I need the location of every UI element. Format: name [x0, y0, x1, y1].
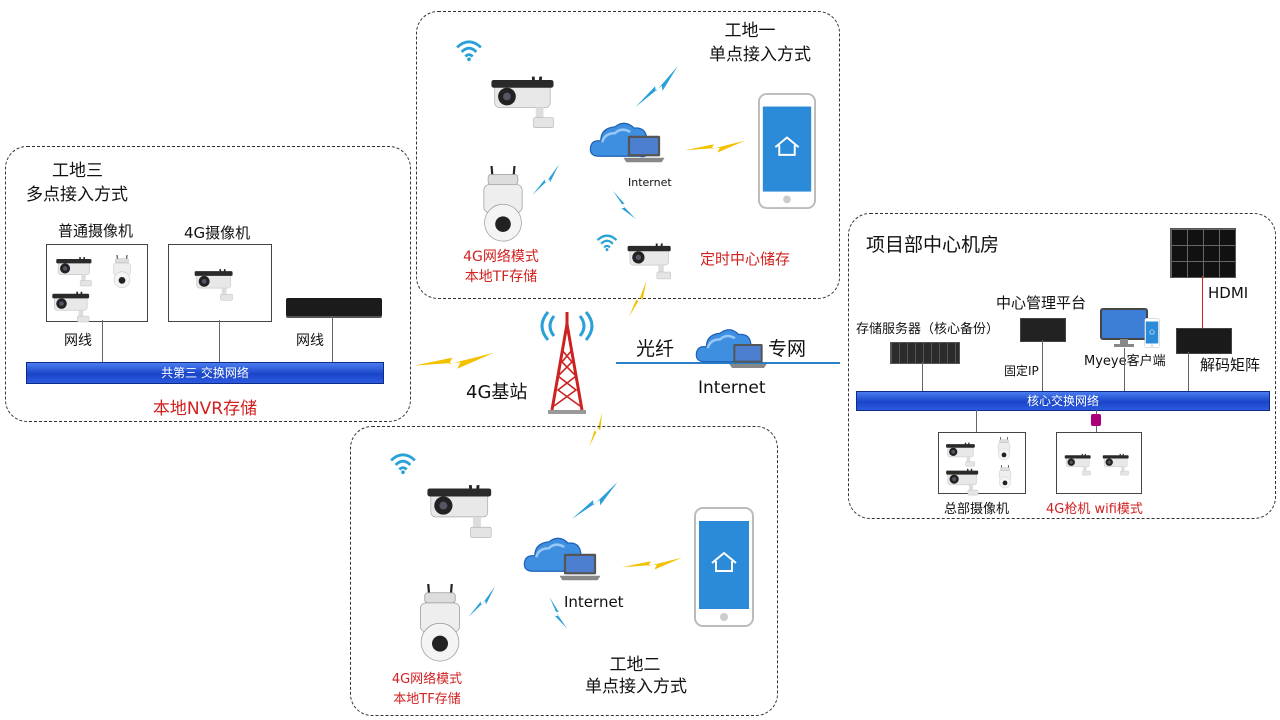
site3-bullet-cam-b-icon [51, 291, 90, 323]
site2-phone-icon [694, 507, 754, 627]
site1-bullet-camera-icon [490, 76, 555, 129]
site1-bullet-camera-2-icon [626, 243, 672, 280]
site1-internet-label: Internet [628, 176, 672, 189]
site1-4g-mode-label: 4G网络模式 [463, 249, 539, 265]
site3-cable-line-right [332, 316, 333, 362]
site1-phone-icon [758, 92, 816, 210]
hq-title: 项目部中心机房 [866, 234, 1000, 256]
site3-4g-cam-box [168, 244, 272, 322]
wifi-cam-box [1056, 432, 1142, 494]
site1-wifi-icon [455, 40, 483, 62]
site3-normal-cam-label: 普通摄像机 [58, 222, 134, 240]
site1-dome-camera-icon [482, 166, 524, 243]
site2-tf-storage-label: 本地TF存储 [393, 692, 461, 707]
tower-label: 4G基站 [466, 382, 528, 403]
site1-tf-storage-label: 本地TF存储 [464, 269, 538, 285]
site1-subtitle: 单点接入方式 [709, 45, 811, 65]
site1-title: 工地一 [724, 21, 776, 41]
hq-dome-cam-a-icon [997, 437, 1011, 461]
hq-switch-bar: 核心交换网络 [856, 391, 1270, 411]
site3-cable-line-left [102, 320, 103, 362]
cell-tower-icon [540, 311, 594, 414]
center-laptop-icon [729, 344, 767, 368]
private-network-label: 专网 [768, 338, 807, 360]
site3-dome-cam-icon [113, 255, 131, 289]
hq-dome-cam-b-icon [998, 465, 1012, 489]
hq-cam-line [976, 410, 977, 432]
site2-subtitle: 单点接入方式 [585, 677, 687, 697]
site3-nvr-device [286, 298, 382, 316]
site3-title: 工地三 [52, 161, 103, 181]
wifi-cams-label: 4G枪机 wifi模式 [1046, 502, 1143, 517]
hq-cam-box [938, 432, 1026, 496]
platform-label: 中心管理平台 [996, 294, 1087, 312]
site3-subtitle: 多点接入方式 [26, 185, 128, 205]
platform-server-icon [1020, 318, 1066, 342]
storage-server-label: 存储服务器（核心备份） [856, 322, 1000, 337]
fiber-label: 光纤 [636, 338, 675, 360]
site2-laptop-icon [559, 553, 601, 581]
site2-dome-camera-icon [419, 584, 461, 663]
fiber-line [616, 362, 840, 364]
wifi-bullet-cam-a-icon [1064, 453, 1092, 476]
site1-laptop-icon [623, 135, 665, 163]
monitor-icon [1100, 308, 1148, 347]
site1-small-wifi-icon [596, 234, 618, 252]
wifi-ap-icon [1091, 414, 1101, 426]
hq-zone [848, 213, 1276, 519]
site3-4g-bullet-cam-icon [193, 269, 234, 302]
site2-wifi-icon [389, 453, 417, 475]
site1-phone-bolt-icon [685, 135, 745, 157]
site2-zone [350, 426, 778, 716]
site3-bullet-cam-a-icon [55, 257, 93, 287]
storage-line [922, 362, 923, 392]
hq-bullet-cam-b-icon [945, 468, 979, 496]
hq-cams-label: 总部摄像机 [944, 502, 1010, 517]
site3-cable-left-label: 网线 [64, 333, 92, 349]
video-wall-icon [1170, 228, 1236, 278]
site3-cable-line-mid [219, 320, 220, 362]
site2-4g-mode-label: 4G网络模式 [391, 672, 463, 687]
site2-title: 工地二 [609, 655, 661, 675]
hdmi-label: HDMI [1208, 284, 1249, 302]
fixed-ip-label: 固定IP [1004, 364, 1039, 378]
storage-server-icon [890, 342, 960, 364]
site1-timed-storage-label: 定时中心储存 [700, 250, 791, 268]
site2-internet-label: Internet [564, 593, 624, 611]
site3-cable-right-label: 网线 [296, 333, 324, 349]
site3-normal-cam-box [46, 244, 148, 323]
wifi-bullet-cam-b-icon [1102, 453, 1130, 476]
site3-switch-bar: 共第三 交换网络 [26, 362, 384, 384]
site1-zone [416, 11, 840, 299]
site3-link-bolt-icon [404, 348, 504, 372]
site2-bullet-camera-icon [426, 485, 493, 539]
center-internet-label: Internet [698, 378, 766, 398]
site2-phone-bolt-icon [622, 552, 682, 574]
client-line [1124, 348, 1125, 392]
site3-4g-cam-label: 4G摄像机 [184, 224, 251, 242]
site3-zone [5, 146, 411, 422]
decoder-line [1188, 352, 1189, 392]
hdmi-line [1202, 276, 1203, 328]
decoder-icon [1176, 328, 1232, 354]
site3-nvr-storage-label: 本地NVR存储 [152, 399, 258, 419]
tablet-icon [1144, 318, 1160, 348]
hq-bullet-cam-a-icon [945, 442, 976, 467]
decoder-label: 解码矩阵 [1200, 356, 1261, 374]
platform-line [1042, 340, 1043, 392]
